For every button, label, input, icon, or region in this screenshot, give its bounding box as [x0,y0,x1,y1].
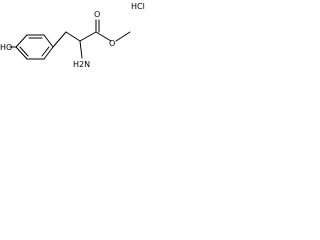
alpha-to-carbonyl-bond [79,31,97,42]
ring-inner-bond [19,46,29,57]
alpha-to-amine-bond [79,40,83,59]
carbonyl-oxygen-label: O [94,10,100,19]
ring-inner-bond [41,46,50,57]
ring-bond [43,34,54,48]
amine-label: H2N [73,60,90,69]
benzene-ring [15,34,54,60]
hcl-label: HCl [131,2,145,11]
ring-bond [43,46,54,60]
hydroxyl-label: HO [0,43,12,52]
ring-bond [15,34,28,48]
ring-bond [15,46,28,60]
carbonyl-to-ester-oxygen-bond [95,31,112,42]
ester-oxygen-to-methyl-bond [115,31,131,42]
ch2-to-alpha-bond [65,31,81,42]
chemical-structure: HCl HO H2N O O [0,2,145,69]
ester-oxygen-label: O [109,39,115,48]
ring-to-ch2-bond [52,31,67,48]
